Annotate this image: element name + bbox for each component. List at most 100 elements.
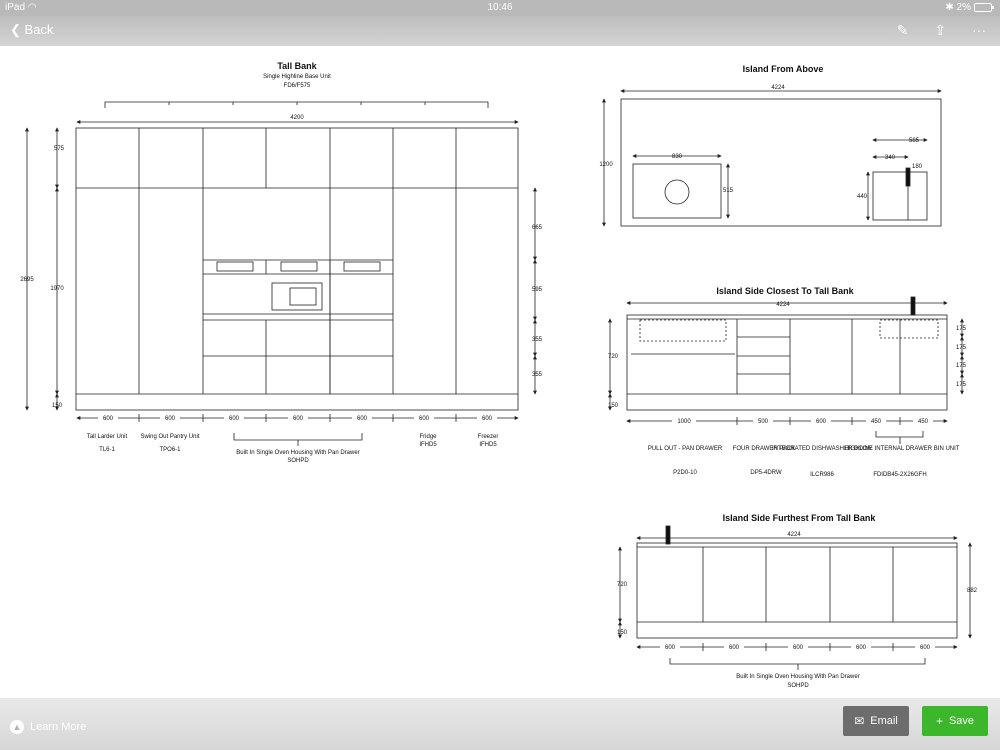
tall-bank-width: 4200 <box>290 115 304 121</box>
label-oven-housing: Built In Single Oven Housing With Pan Dr… <box>236 450 359 456</box>
if-w2: 600 <box>729 645 740 651</box>
battery-icon <box>974 2 994 12</box>
right-dim-3: 355 <box>532 337 543 343</box>
tall-bank-subtitle: Single Highline Base Unit <box>263 74 331 80</box>
tap-top <box>905 167 911 187</box>
island-close-frame <box>626 314 948 411</box>
bin-unit-top <box>872 171 928 221</box>
island-depth: 1200 <box>599 162 613 168</box>
nav-actions: ✎ ⇪ ··· <box>875 22 986 39</box>
ic-code-4: FDIDB45-2X26GFH <box>873 472 926 478</box>
sink-bowl <box>664 179 690 205</box>
if-bracket <box>669 658 926 670</box>
label-pantry: Swing Out Pantry Unit <box>140 434 199 440</box>
oven-1 <box>216 261 254 272</box>
ic-rd4: 175 <box>956 382 967 388</box>
tall-bank-elevation: Tall Bank Single Highline Base Unit FD6/… <box>20 61 542 464</box>
plus-icon: + <box>935 714 943 728</box>
status-bar: iPad ◠ 10:46 ✱ 2% <box>0 0 1000 16</box>
ic-w2: 500 <box>758 419 769 425</box>
oven-3 <box>343 261 381 272</box>
sink-outline <box>632 163 722 219</box>
email-button[interactable]: ✉Email <box>843 706 909 736</box>
back-button[interactable]: ❮ Back <box>10 22 54 37</box>
clock: 10:46 <box>487 2 513 13</box>
ic-rd3: 175 <box>956 363 967 369</box>
bin-w1: 585 <box>909 138 920 144</box>
label-freezer: Freezer <box>478 434 499 440</box>
island-far-width: 4224 <box>787 532 801 538</box>
tb-w4: 600 <box>293 416 304 422</box>
tall-bank-columns <box>138 128 457 394</box>
island-above-width: 4224 <box>771 85 785 91</box>
ic-code-2: DP5-4DRW <box>750 470 782 476</box>
chevron-left-icon: ❮ <box>10 22 21 37</box>
ic-plinth: 150 <box>608 403 619 409</box>
tall-bank-subtitle2: FD6/F575 <box>284 83 311 89</box>
tb-w6: 600 <box>419 416 430 422</box>
tap-side <box>910 296 916 316</box>
ic-code-1: P2D0-10 <box>673 470 697 476</box>
nav-bar: ❮ Back ✎ ⇪ ··· <box>0 16 1000 46</box>
if-w4: 600 <box>856 645 867 651</box>
code-oven-housing: SOHPD <box>287 458 309 464</box>
if-total: 882 <box>967 588 978 594</box>
tall-bank-top-bracket <box>104 101 489 108</box>
if-plinth: 150 <box>617 630 628 636</box>
ic-label-1: PULL OUT - PAN DRAWER <box>648 446 723 452</box>
bottom-toolbar: ▲Learn More ✉Email +Save <box>0 698 1000 750</box>
code-pantry: TPO6-1 <box>159 447 181 453</box>
ic-bottom-ticks <box>736 417 901 425</box>
bin-height: 440 <box>857 194 868 200</box>
microwave-window <box>289 287 317 306</box>
tap-far <box>665 525 671 545</box>
tall-bank-bottom-ticks <box>138 414 457 422</box>
if-dividers <box>702 547 894 622</box>
ic-rd1: 175 <box>956 326 967 332</box>
if-w5: 600 <box>920 645 931 651</box>
learn-more-link[interactable]: ▲Learn More <box>10 720 86 734</box>
ic-body: 720 <box>608 354 619 360</box>
right-dim-4: 355 <box>532 372 543 378</box>
bin-w3: 180 <box>912 164 923 170</box>
more-icon[interactable]: ··· <box>972 22 986 38</box>
bin-w2: 340 <box>885 155 896 161</box>
island-from-above: Island From Above 4224 1200 830 515 585 … <box>599 64 942 227</box>
island-side-furthest: Island Side Furthest From Tall Bank 4224… <box>617 513 978 689</box>
ic-code-3: ILCR986 <box>810 472 834 478</box>
tb-w1: 600 <box>103 416 114 422</box>
cabinet-drawing: Tall Bank Single Highline Base Unit FD6/… <box>20 61 978 689</box>
island-far-title: Island Side Furthest From Tall Bank <box>723 513 877 523</box>
ic-label-4: HIGHLINE INTERNAL DRAWER BIN UNIT <box>845 446 960 452</box>
tb-w2: 600 <box>165 416 176 422</box>
island-top <box>620 98 942 227</box>
if-w3: 600 <box>793 645 804 651</box>
if-w1: 600 <box>665 645 676 651</box>
bluetooth-icon: ✱ <box>945 2 954 13</box>
island-far-frame <box>636 542 958 639</box>
if-label: Built In Single Oven Housing With Pan Dr… <box>736 674 859 680</box>
share-icon[interactable]: ⇪ <box>934 22 947 38</box>
island-side-closest: Island Side Closest To Tall Bank 4224 72… <box>608 286 967 478</box>
ic-bin-bracket <box>875 431 924 444</box>
sink-depth: 515 <box>723 188 734 194</box>
ic-rd2: 175 <box>956 345 967 351</box>
tb-w7: 600 <box>482 416 493 422</box>
bin-dashed <box>879 319 939 339</box>
mid-height: 1970 <box>50 286 64 292</box>
code-fridge: IFHD5 <box>419 442 437 448</box>
microwave <box>271 282 323 311</box>
island-close-dividers <box>631 319 901 394</box>
label-tall-larder: Tall Larder Unit <box>87 434 128 440</box>
ic-label-2: FOUR DRAWER PACK <box>733 446 796 452</box>
tall-bank-frame <box>75 127 519 411</box>
annotate-icon[interactable]: ✎ <box>896 22 909 38</box>
plinth-height: 150 <box>52 403 63 409</box>
code-tall-larder: TL6-1 <box>99 447 115 453</box>
oven-housing-lines <box>203 259 393 394</box>
island-close-title: Island Side Closest To Tall Bank <box>716 286 854 296</box>
save-button[interactable]: +Save <box>922 706 988 736</box>
if-code: SOHPD <box>787 683 809 689</box>
sink-dashed <box>639 319 727 342</box>
battery-status: ✱ 2% <box>945 2 994 13</box>
